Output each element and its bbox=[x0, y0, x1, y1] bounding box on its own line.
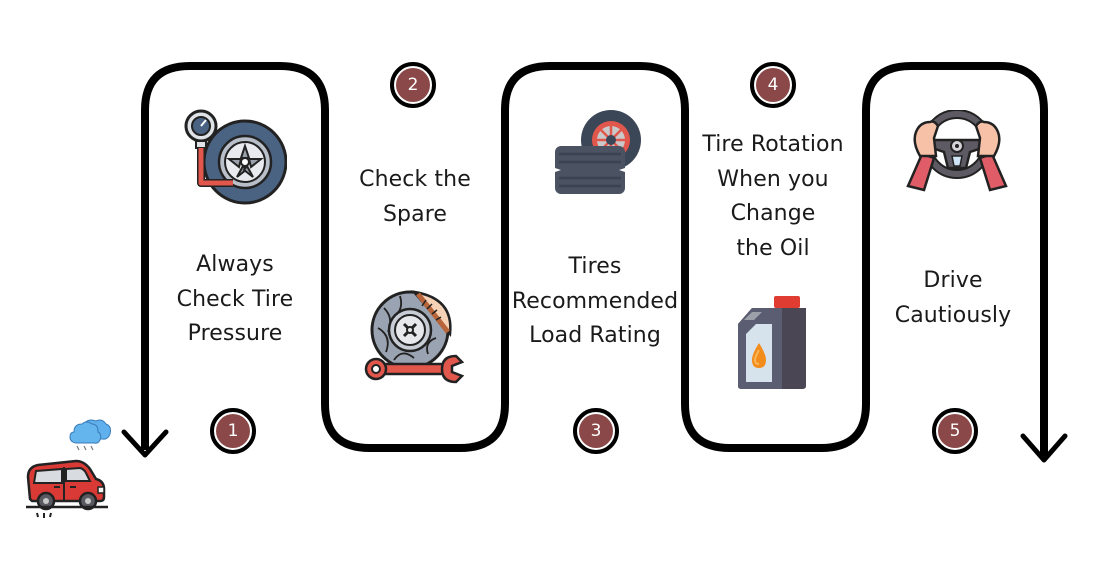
label-line: Spare bbox=[382, 201, 447, 227]
label-line: Cautiously bbox=[894, 302, 1012, 328]
stacked-tires-icon bbox=[555, 110, 641, 194]
step-2-badge: 2 bbox=[390, 62, 436, 108]
arrow-start-head bbox=[121, 429, 169, 458]
label-line: Check Tire bbox=[176, 286, 294, 312]
label-line: Drive bbox=[923, 268, 983, 293]
tire-pressure-gauge-icon bbox=[184, 109, 287, 205]
badge-number: 1 bbox=[216, 414, 250, 448]
step-3-badge: 3 bbox=[573, 408, 619, 454]
step-5-badge: 5 bbox=[932, 408, 978, 454]
label-line: When you bbox=[717, 166, 829, 192]
step-5-label: Drive Cautiously bbox=[858, 264, 1048, 333]
spare-tire-wrench-icon bbox=[364, 290, 465, 384]
step-2-label: Check the Spare bbox=[320, 163, 510, 232]
badge-number: 4 bbox=[756, 68, 790, 102]
label-line: Pressure bbox=[187, 321, 283, 346]
step-3-label: Tires Recommended Load Rating bbox=[497, 250, 693, 354]
label-line: Tires bbox=[568, 254, 622, 279]
step-1-label: Always Check Tire Pressure bbox=[140, 248, 330, 352]
label-line: Always bbox=[196, 252, 274, 277]
step-4-badge: 4 bbox=[750, 62, 796, 108]
step-4-label: Tire Rotation When you Change the Oil bbox=[675, 128, 871, 266]
rain-cloud-icon bbox=[69, 419, 111, 451]
label-line: Check the bbox=[359, 167, 471, 192]
arrow-end-head bbox=[1020, 433, 1068, 463]
step-1-badge: 1 bbox=[210, 408, 256, 454]
badge-number: 2 bbox=[396, 68, 430, 102]
badge-number: 3 bbox=[579, 414, 613, 448]
label-line: Load Rating bbox=[529, 323, 661, 348]
oil-can-icon bbox=[738, 296, 806, 389]
label-line: Change bbox=[730, 201, 816, 226]
steering-wheel-icon bbox=[906, 110, 1008, 192]
label-line: the Oil bbox=[736, 235, 810, 261]
red-car-icon bbox=[26, 459, 108, 518]
badge-number: 5 bbox=[938, 414, 972, 448]
label-line: Recommended bbox=[511, 288, 679, 314]
label-line: Tire Rotation bbox=[702, 132, 844, 157]
